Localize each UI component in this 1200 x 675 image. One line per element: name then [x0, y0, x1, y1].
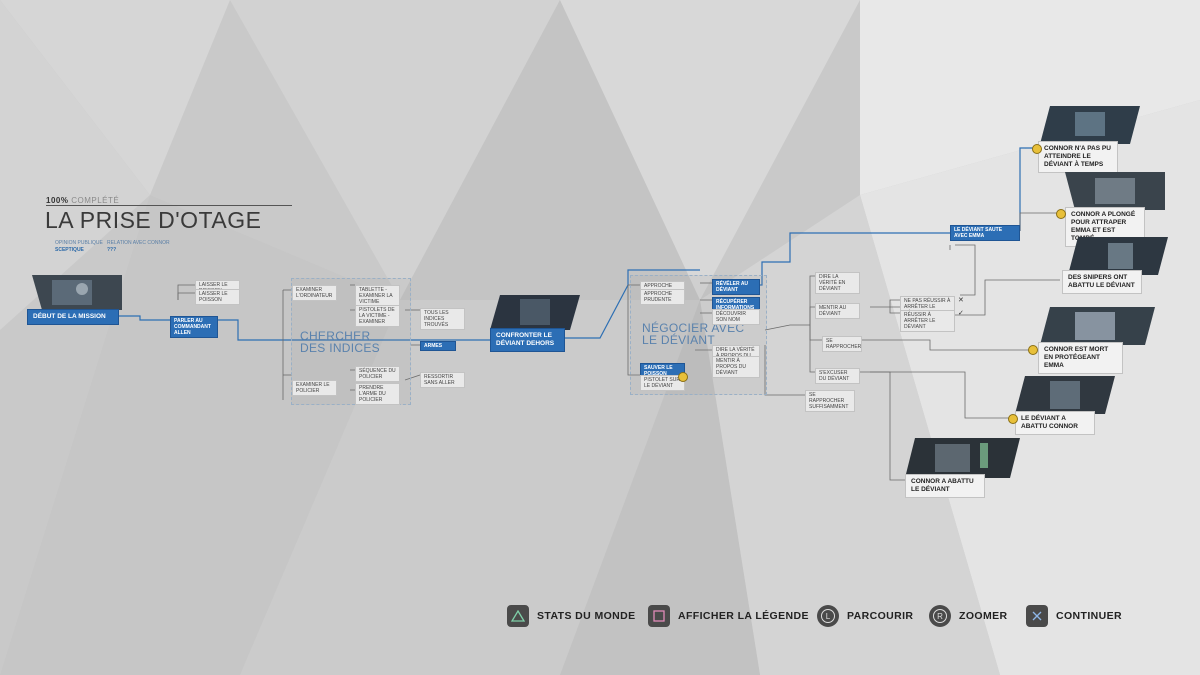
browse-button[interactable]: L PARCOURIR	[817, 603, 913, 629]
fail-cross-icon: ✕	[958, 297, 964, 304]
node-lie[interactable]: MENTIR AU DÉVIANT	[815, 303, 860, 319]
chapter-title: LA PRISE D'OTAGE	[45, 207, 262, 233]
node-policeman-sequence[interactable]: SÉQUENCE DU POLICIER	[355, 366, 400, 382]
zoom-label: ZOOMER	[959, 610, 1008, 622]
outcome-deviant-shot-connor[interactable]: LE DÉVIANT A ABATTU CONNOR	[1015, 411, 1095, 435]
browse-label: PARCOURIR	[847, 610, 914, 622]
outcome2-key-icon	[1056, 209, 1066, 219]
public-opinion-stat: OPINION PUBLIQUE SCEPTIQUE	[55, 240, 103, 254]
node-leave-fish-2[interactable]: LAISSER LE POISSON	[195, 289, 240, 305]
node-go-without-gun[interactable]: RESSORTIR SANS ALLER	[420, 372, 465, 388]
key-icon	[678, 372, 688, 382]
left-stick-icon: L	[817, 605, 839, 627]
public-opinion-label: OPINION PUBLIQUE	[55, 240, 103, 246]
continue-button[interactable]: CONTINUER	[1026, 603, 1122, 629]
node-all-clues-found[interactable]: TOUS LES INDICES TROUVÉS	[420, 308, 465, 330]
node-succeed-stop[interactable]: RÉUSSIR À ARRÊTER LE DÉVIANT	[900, 310, 955, 332]
outcome2-thumbnail[interactable]	[1065, 172, 1165, 210]
outcome-connor-died[interactable]: CONNOR EST MORT EN PROTÉGEANT EMMA	[1038, 342, 1123, 374]
outcome4-thumbnail[interactable]	[1040, 307, 1155, 345]
outcome6-thumbnail[interactable]	[905, 438, 1020, 478]
cross-icon	[1026, 605, 1048, 627]
square-icon	[648, 605, 670, 627]
node-gun-on-deviant[interactable]: PISTOLET SUR LE DÉVIANT	[640, 375, 685, 391]
node-reveal-deviant[interactable]: RÉVÉLER AU DÉVIANT	[712, 279, 760, 295]
outcome-snipers-shot[interactable]: DES SNIPERS ONT ABATTU LE DÉVIANT	[1062, 270, 1142, 294]
completion-label: COMPLÉTÉ	[71, 196, 120, 205]
success-check-icon: ✓	[958, 310, 964, 317]
node-examine-policeman[interactable]: EXAMINER LE POLICIER	[292, 380, 337, 396]
node-apologize[interactable]: S'EXCUSER DU DÉVIANT	[815, 368, 860, 384]
node-get-closer[interactable]: SE RAPPROCHER	[822, 336, 862, 352]
node-tell-truth[interactable]: DIRE LA VÉRITÉ EN DÉVIANT	[815, 272, 860, 294]
start-mission-node[interactable]: DÉBUT DE LA MISSION	[27, 309, 119, 325]
outcome4-key-icon	[1028, 345, 1038, 355]
node-examine-computer[interactable]: EXAMINER L'ORDINATEUR	[292, 285, 337, 301]
show-legend-button[interactable]: AFFICHER LA LÉGENDE	[648, 603, 809, 629]
left-stick-glyph: L	[826, 612, 831, 621]
node-confront-deviant[interactable]: CONFRONTER LE DÉVIANT DEHORS	[490, 328, 565, 352]
start-thumbnail[interactable]	[32, 275, 122, 310]
connor-relation-stat: RELATION AVEC CONNOR ???	[107, 240, 170, 254]
outcome5-thumbnail[interactable]	[1015, 376, 1115, 414]
title-divider	[46, 205, 292, 206]
connor-relation-label: RELATION AVEC CONNOR	[107, 240, 170, 246]
outcome-connor-shot-deviant[interactable]: CONNOR A ABATTU LE DÉVIANT	[905, 474, 985, 498]
continue-label: CONTINUER	[1056, 610, 1123, 622]
node-find-name[interactable]: DÉCOUVRIR SON NOM	[712, 309, 760, 325]
outcome-connor-too-late[interactable]: CONNOR N'A PAS PU ATTEINDRE LE DÉVIANT À…	[1038, 141, 1118, 173]
outcome5-key-icon	[1008, 414, 1018, 424]
outcome1-key-icon	[1032, 144, 1042, 154]
show-legend-label: AFFICHER LA LÉGENDE	[678, 610, 809, 622]
node-victim-guns[interactable]: PISTOLETS DE LA VICTIME - EXAMINER	[355, 305, 400, 327]
node-talk-captain[interactable]: PARLER AU COMMANDANT ALLEN	[170, 316, 218, 338]
world-stats-label: STATS DU MONDE	[537, 610, 636, 622]
node-deviant-jumps[interactable]: LE DÉVIANT SAUTE AVEC EMMA	[950, 225, 1020, 241]
outcome1-thumbnail[interactable]	[1040, 106, 1140, 144]
node-get-close-enough[interactable]: SE RAPPROCHER SUFFISAMMENT	[805, 390, 855, 412]
node-careful-approach[interactable]: APPROCHE PRUDENTE	[640, 289, 685, 305]
completion-value: 100%	[46, 196, 69, 205]
negotiate-title: NÉGOCIER AVEC LE DÉVIANT	[642, 321, 745, 347]
search-clues-title: CHERCHER DES INDICES	[300, 329, 380, 355]
confront-thumbnail[interactable]	[490, 295, 580, 330]
node-examine-victim[interactable]: TABLETTE - EXAMINER LA VICTIME	[355, 285, 400, 307]
completion-text: 100% COMPLÉTÉ	[46, 196, 119, 205]
right-stick-glyph: R	[937, 612, 943, 621]
outcome3-thumbnail[interactable]	[1068, 237, 1168, 275]
right-stick-icon: R	[929, 605, 951, 627]
node-take-policeman-gun[interactable]: PRENDRE L'ARME DU POLICIER	[355, 383, 400, 405]
node-lie-about-deviant[interactable]: MENTIR À PROPOS DU DÉVIANT	[712, 356, 760, 378]
triangle-icon	[507, 605, 529, 627]
connor-relation-value: ???	[107, 247, 117, 253]
node-weapons[interactable]: ARMES	[420, 341, 456, 351]
world-stats-button[interactable]: STATS DU MONDE	[507, 603, 636, 629]
zoom-button[interactable]: R ZOOMER	[929, 603, 1007, 629]
public-opinion-value: SCEPTIQUE	[55, 247, 84, 253]
